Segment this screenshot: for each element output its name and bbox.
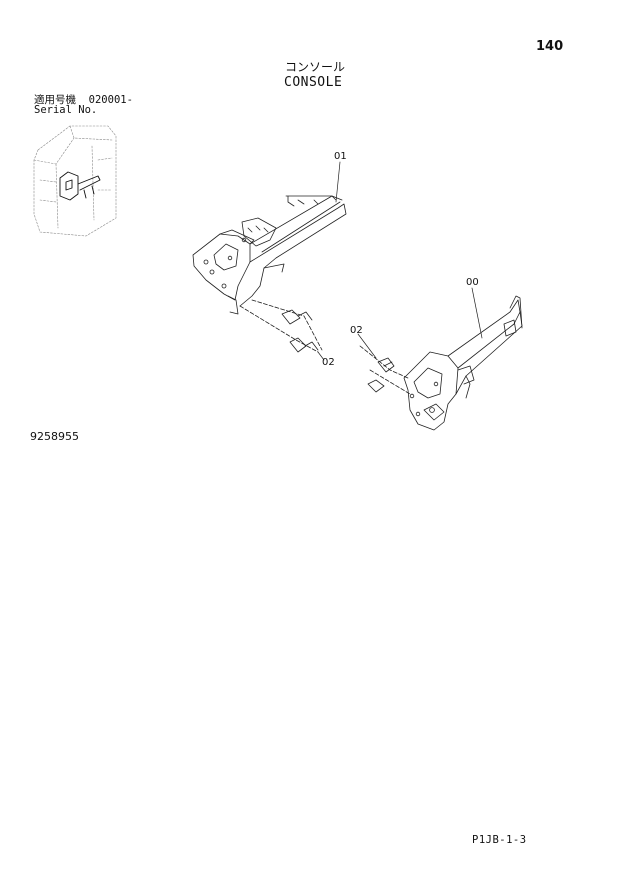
thumbnail-console-highlight <box>59 171 101 201</box>
callout-leaders <box>317 161 483 361</box>
serial-label-japanese: 適用号機 <box>34 94 76 106</box>
drawing-number: 9258955 <box>30 430 79 443</box>
page-title-japanese: コンソール <box>285 60 346 74</box>
callout-part-02: 02 <box>322 357 335 368</box>
machine-location-thumbnail <box>33 125 117 237</box>
page-code: P1JB-1-3 <box>472 834 527 846</box>
serial-range: 020001- <box>88 94 133 106</box>
callout-part-02: 02 <box>350 325 363 336</box>
bolts-lower <box>359 345 411 395</box>
page-number: 140 <box>536 39 564 54</box>
serial-label: Serial No. <box>34 104 98 116</box>
bolts-upper <box>239 299 323 353</box>
console-bracket-lower <box>403 295 523 431</box>
page-title: CONSOLE <box>284 75 343 90</box>
callout-part-00: 00 <box>466 277 479 288</box>
serial-applicability: 適用号機 020001- <box>34 95 133 106</box>
callout-part-01: 01 <box>334 151 347 162</box>
console-bracket-upper <box>192 195 347 315</box>
